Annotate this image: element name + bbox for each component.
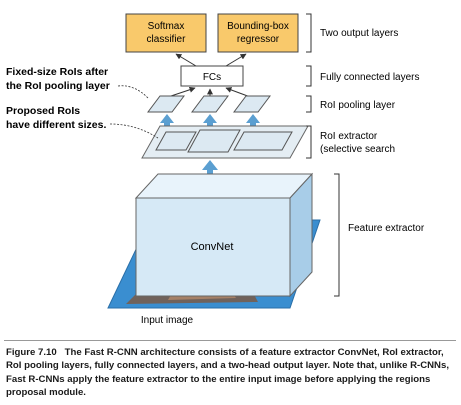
pooled-roi-3	[233, 95, 271, 113]
bracket-roi-extractor	[306, 125, 312, 159]
convnet-cube: ConvNet	[134, 172, 314, 298]
fixed-rois-label-2: the RoI pooling layer	[6, 80, 110, 92]
fc-layers-label: Fully connected layers	[320, 72, 420, 83]
input-image-label: Input image	[141, 315, 194, 326]
roi-pooling-layer	[147, 95, 271, 113]
softmax-classifier-box: Softmax classifier	[125, 13, 207, 53]
proposed-rois-label-1: Proposed RoIs	[6, 105, 80, 117]
caption-text: The Fast R-CNN architecture consists of …	[6, 347, 449, 398]
proposed-roi-1	[155, 131, 197, 151]
outputs-label: Two output layers	[320, 28, 398, 39]
figure-caption: Figure 7.10 The Fast R-CNN architecture …	[6, 346, 456, 399]
fc-to-softmax-arrow	[175, 53, 197, 67]
fixed-rois-label-1: Fixed-size RoIs after	[6, 66, 108, 78]
proposed-rois-pointer	[109, 123, 159, 139]
figure-number: Figure 7.10	[6, 347, 57, 358]
pooled-roi-2	[191, 95, 229, 113]
bbox-label-2: regressor	[237, 34, 280, 45]
bracket-feature	[334, 173, 340, 297]
roi-extractor-label-1: RoI extractor	[320, 131, 378, 142]
proposed-rois-label-2: have different sizes.	[6, 119, 106, 131]
feature-extractor-label: Feature extractor	[348, 223, 425, 234]
convnet-label: ConvNet	[191, 241, 234, 253]
softmax-label-2: classifier	[147, 34, 187, 45]
pooled-roi-1	[147, 95, 185, 113]
caption-rule	[4, 340, 456, 341]
cube-top	[134, 173, 314, 199]
bracket-outputs	[306, 13, 312, 53]
bbox-regressor-box: Bounding-box regressor	[217, 13, 299, 53]
fc-to-bbox-arrow	[225, 53, 247, 67]
proposed-roi-2	[187, 129, 241, 153]
bracket-fc	[306, 65, 312, 87]
softmax-label-1: Softmax	[148, 21, 185, 32]
fc-label: FCs	[203, 72, 221, 83]
fixed-rois-pointer	[117, 85, 149, 99]
roi-extractor-plane	[141, 125, 309, 159]
convnet-to-extractor-arrow	[202, 160, 218, 186]
roi-extractor-label-2: (selective search	[320, 144, 395, 155]
cube-front	[135, 197, 291, 297]
fc-box: FCs	[180, 65, 244, 87]
proposed-roi-3	[233, 131, 293, 151]
bracket-roi-pool	[306, 95, 312, 113]
right-brackets	[306, 13, 340, 297]
roi-pool-label: RoI pooling layer	[320, 100, 396, 111]
bbox-label-1: Bounding-box	[227, 21, 289, 32]
